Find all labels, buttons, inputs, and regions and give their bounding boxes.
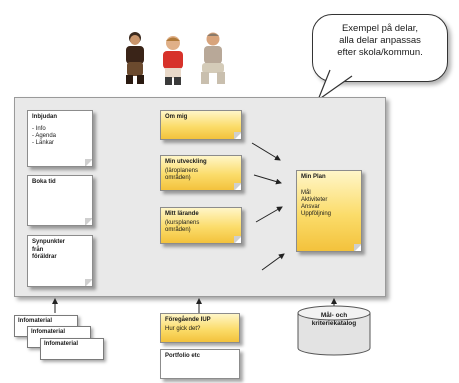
person-icon	[163, 36, 183, 85]
book-time-card[interactable]: Boka tid	[27, 175, 93, 226]
my-learning-title: Mitt lärande	[165, 211, 199, 217]
book-time-title: Boka tid	[32, 179, 56, 185]
person-icon	[126, 32, 144, 84]
person-icon	[201, 32, 225, 84]
invitation-list: - Info - Agenda - Länkar	[32, 126, 88, 147]
my-plan-card[interactable]: Min Plan Mål Aktiviteter Ansvar Uppföljn…	[296, 170, 362, 252]
about-me-title: Om mig	[165, 114, 188, 120]
callout-text: Exempel på delar, alla delar anpassas ef…	[337, 23, 423, 58]
my-development-title: Min utveckling	[165, 159, 207, 165]
invitation-title: Inbjudan	[32, 114, 57, 120]
invitation-item: - Info	[32, 125, 46, 132]
my-plan-item: Ansvar	[301, 203, 320, 210]
my-learning-subtitle: (kursplanens områden)	[165, 219, 200, 234]
my-plan-item: Mål	[301, 189, 311, 196]
previous-iup-card[interactable]: Föregående IUP Hur gick det?	[160, 313, 240, 343]
invitation-item: - Länkar	[32, 139, 55, 146]
invitation-card[interactable]: Inbjudan - Info - Agenda - Länkar	[27, 110, 93, 167]
my-development-subtitle: (läroplanens områden)	[165, 167, 199, 182]
my-plan-item: Aktiviteter	[301, 196, 328, 203]
parent-feedback-card[interactable]: Synpunkter från föräldrar	[27, 235, 93, 287]
infomaterial-label: Infomaterial	[31, 329, 66, 335]
my-plan-title: Min Plan	[301, 174, 326, 180]
parent-feedback-title: Synpunkter från föräldrar	[32, 239, 66, 260]
previous-iup-subtitle: Hur gick det?	[165, 325, 201, 332]
my-learning-card[interactable]: Mitt lärande (kursplanens områden)	[160, 207, 242, 244]
my-development-card[interactable]: Min utveckling (läroplanens områden)	[160, 155, 242, 191]
callout-bubble: Exempel på delar, alla delar anpassas ef…	[312, 14, 448, 82]
my-plan-item: Uppföljning	[301, 210, 332, 217]
my-plan-list: Mål Aktiviteter Ansvar Uppföljning	[301, 190, 357, 218]
infomaterial-label: Infomaterial	[44, 341, 79, 347]
previous-iup-title: Föregående IUP	[165, 317, 211, 323]
portfolio-title: Portfolio etc	[165, 353, 201, 359]
invitation-item: - Agenda	[32, 132, 57, 139]
infomaterial-card[interactable]: Infomaterial	[40, 338, 104, 360]
infomaterial-label: Infomaterial	[18, 318, 53, 324]
about-me-card[interactable]: Om mig	[160, 110, 242, 140]
portfolio-card[interactable]: Portfolio etc	[160, 349, 240, 379]
database-label: Mål- och kriteriekatalog	[311, 312, 357, 327]
